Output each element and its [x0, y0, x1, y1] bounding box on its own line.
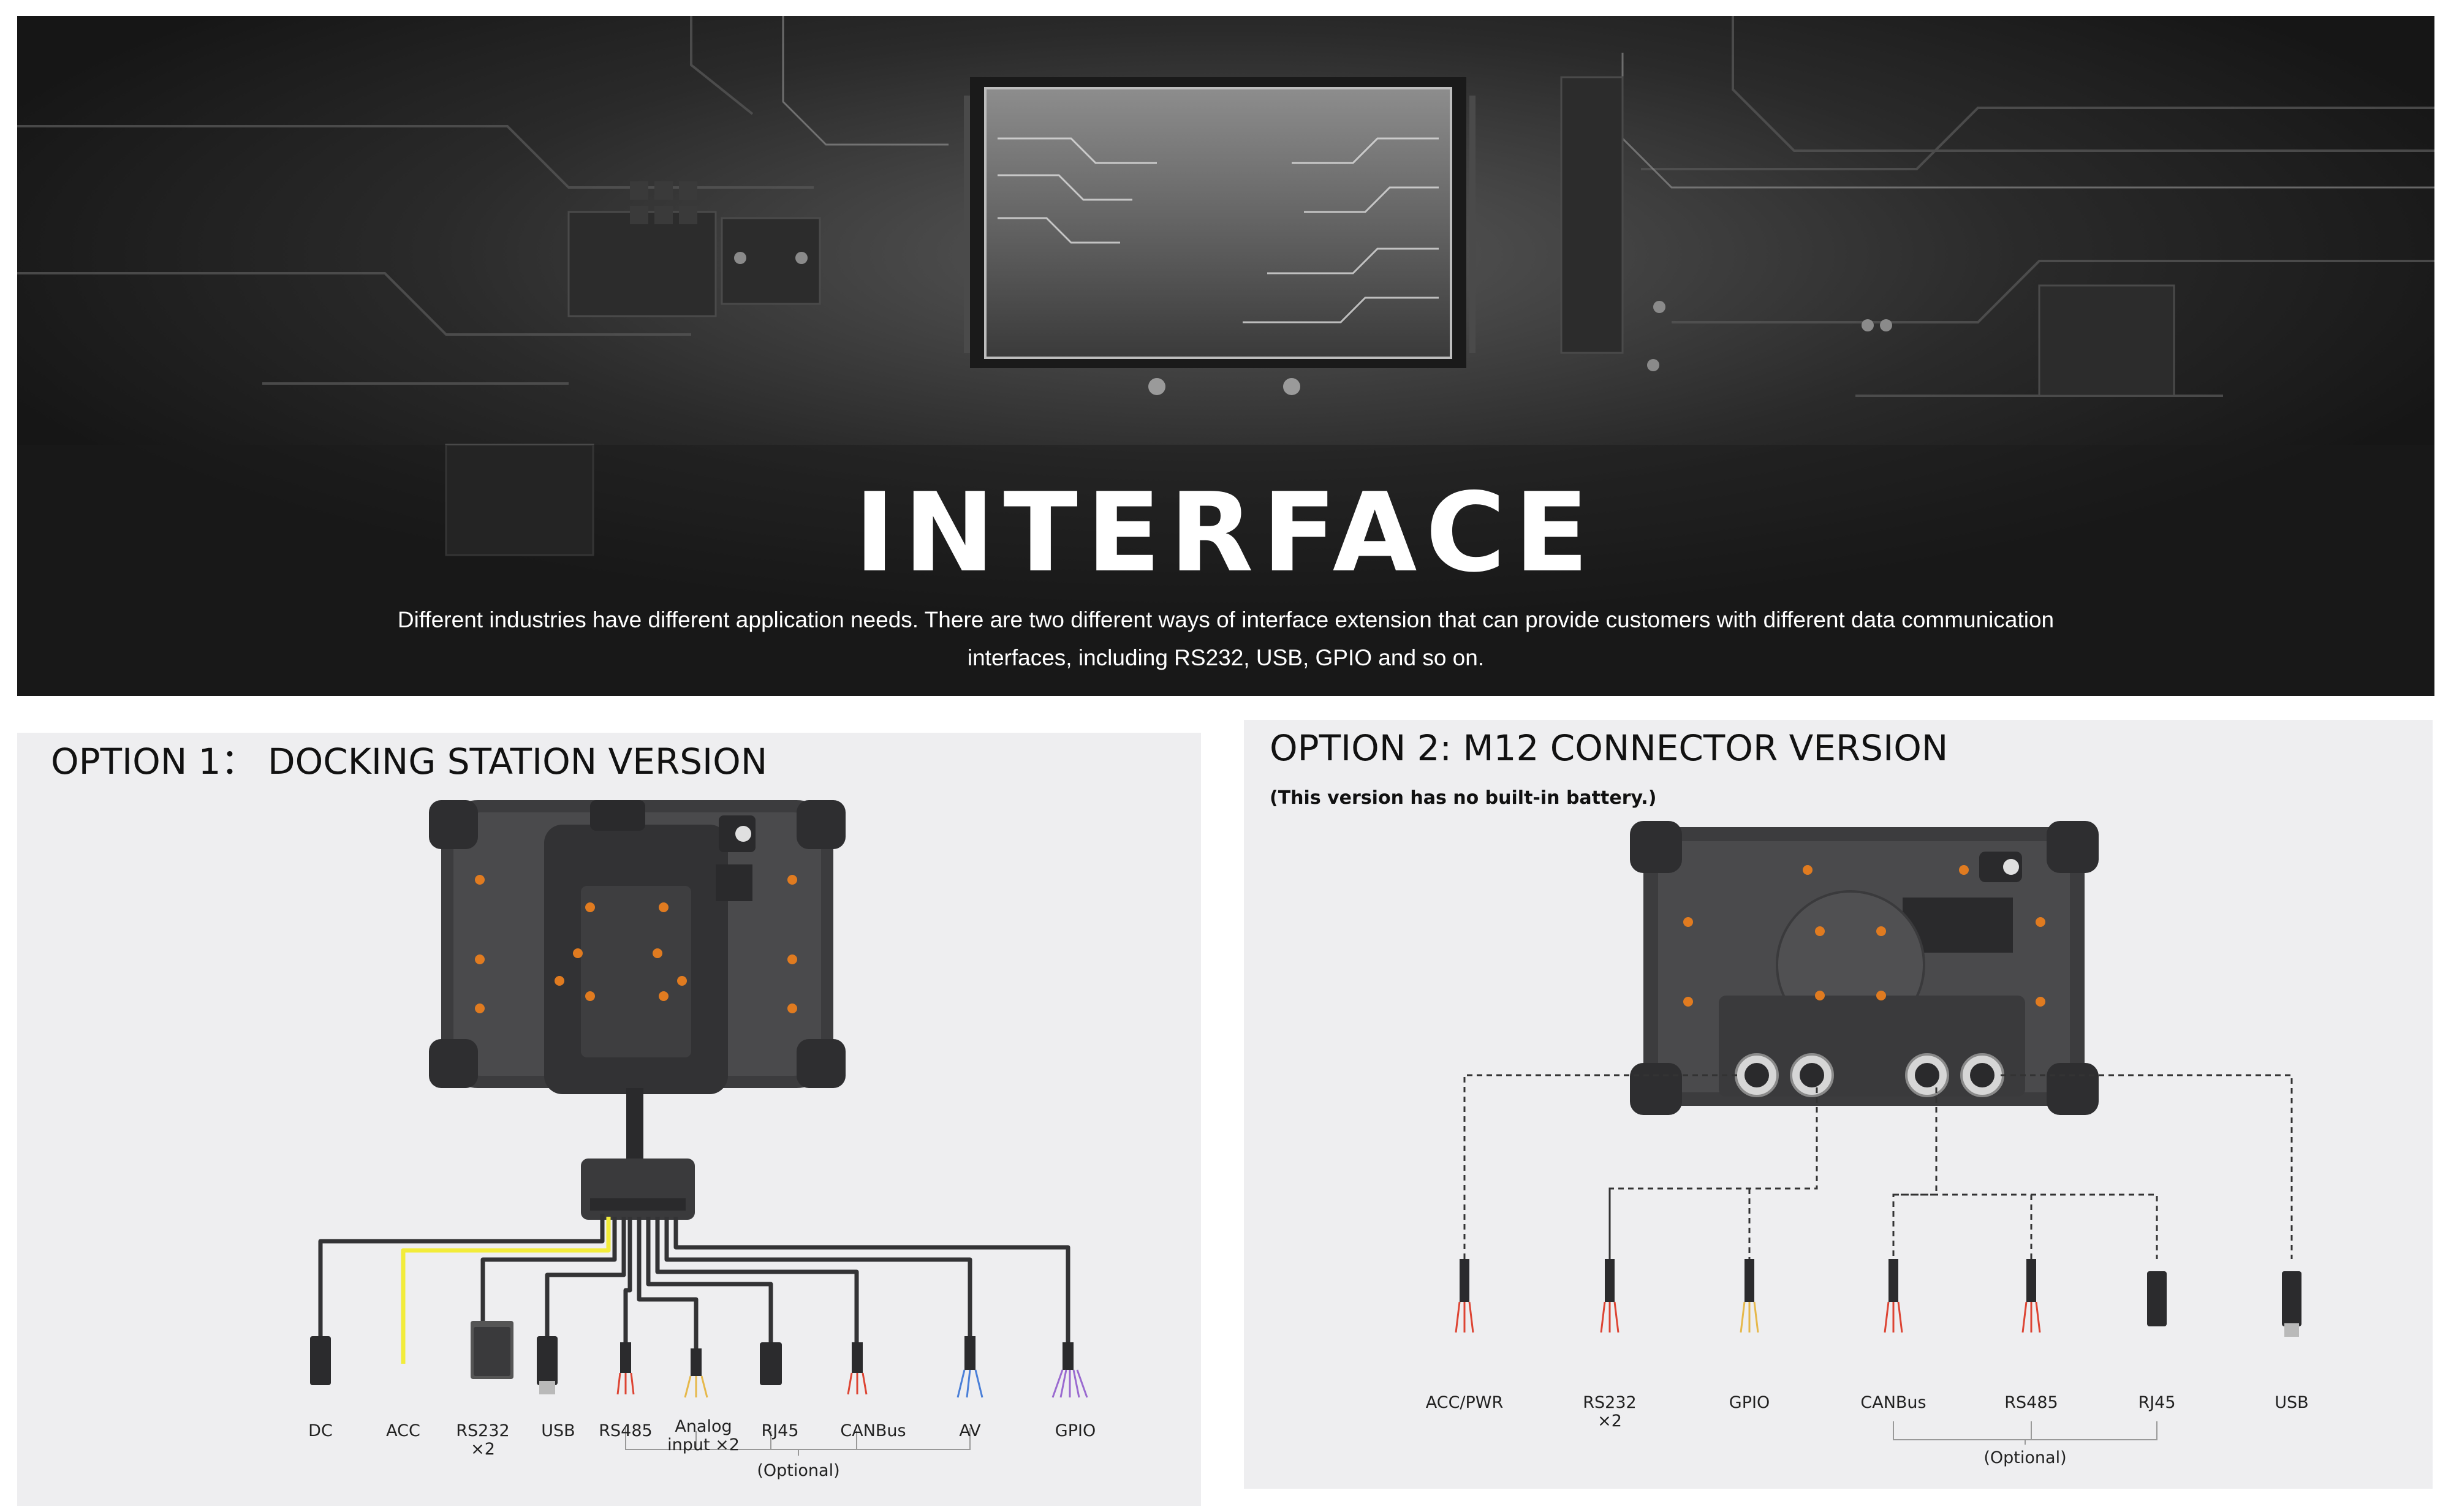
label-acc: ACC [386, 1421, 420, 1440]
label-usb: USB [541, 1421, 575, 1440]
option2-panel: OPTION 2: M12 CONNECTOR VERSION (This ve… [1244, 720, 2433, 1489]
option1-diagram [310, 800, 1088, 1456]
label-dc: DC [308, 1421, 333, 1440]
hero-description: Different industries have different appl… [397, 607, 2055, 670]
rs232-cable [480, 1217, 617, 1321]
option1-optional-note: (Optional) [757, 1461, 840, 1480]
label-rs485: RS485 [2004, 1393, 2058, 1412]
acc-pwr-line [1463, 1074, 1737, 1259]
option2-title: OPTION 2: M12 CONNECTOR VERSION [1270, 727, 1949, 769]
label-rs232: RS232 ×2 [456, 1421, 510, 1459]
gpio-cable [673, 1217, 1070, 1345]
canbus-cable [655, 1217, 859, 1345]
circuit-board-illustration [17, 16, 2434, 696]
label-av: AV [959, 1421, 981, 1440]
usb-line [2001, 1074, 2293, 1259]
label-gpio: GPIO [1055, 1421, 1096, 1440]
hero-banner: INTERFACE Different industries have diff… [17, 16, 2434, 696]
option2-optional-bracket [1893, 1421, 2157, 1445]
acc-cable [401, 1217, 611, 1364]
rs232-line [1608, 1087, 1818, 1259]
label-canbus: CANBus [840, 1421, 906, 1440]
canbus-line [1892, 1087, 1938, 1259]
label-analog: Analog input ×2 [667, 1417, 740, 1454]
label-rj45: RJ45 [2138, 1393, 2176, 1412]
m12-tablet-back [1630, 821, 2099, 1115]
usb-cable [545, 1217, 626, 1339]
option2-subtitle: (This version has no built-in battery.) [1270, 787, 1657, 809]
option1-title: OPTION 1： DOCKING STATION VERSION [51, 741, 768, 782]
av-cable [664, 1217, 972, 1339]
label-canbus: CANBus [1860, 1393, 1926, 1412]
label-rs232: RS232 ×2 [1583, 1393, 1637, 1431]
option1-optional-bracket [625, 1428, 971, 1456]
rs485-cable [623, 1217, 632, 1345]
analog-cable [637, 1217, 699, 1351]
label-usb: USB [2275, 1393, 2309, 1412]
option2-optional-note: (Optional) [1983, 1448, 2067, 1467]
connector-heads [310, 1321, 1088, 1398]
label-rs485: RS485 [599, 1421, 653, 1440]
rj45-cable [646, 1217, 773, 1345]
option1-panel: OPTION 1： DOCKING STATION VERSION [17, 733, 1201, 1506]
page-title: INTERFACE [854, 469, 1597, 596]
label-gpio: GPIO [1729, 1393, 1770, 1412]
option2-diagram [1455, 821, 2301, 1445]
docking-tablet-back [429, 800, 846, 1220]
label-rj45: RJ45 [761, 1421, 799, 1440]
label-acc-pwr: ACC/PWR [1425, 1393, 1504, 1412]
m12-connector-tails [1455, 1259, 2301, 1337]
dc-cable [318, 1214, 605, 1339]
